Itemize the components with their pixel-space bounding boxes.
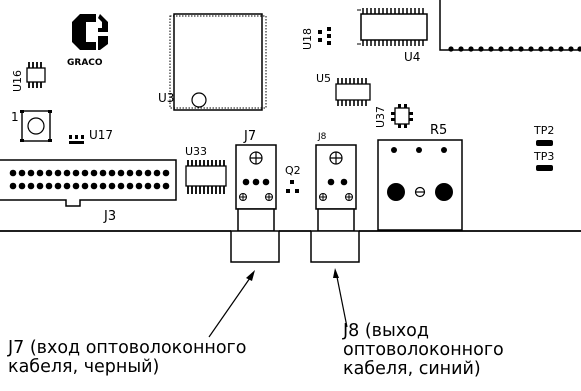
j7-callout-line2: кабеля, черный) bbox=[8, 357, 160, 377]
r5-potentiometer: R5 bbox=[377, 123, 463, 231]
j3-label: J3 bbox=[103, 209, 116, 224]
j7-connector: J7 bbox=[230, 129, 280, 263]
j8-callout-line2: оптоволоконного bbox=[343, 340, 504, 360]
u37-label: U37 bbox=[374, 106, 387, 128]
r5-label: R5 bbox=[430, 123, 447, 138]
u4-chip: U4 bbox=[357, 8, 428, 64]
j7-callout-arrow bbox=[208, 270, 255, 338]
j7-callout-line1: J7 (вход оптоволоконного bbox=[8, 338, 247, 358]
u33-label: U33 bbox=[185, 145, 207, 158]
u5-label: U5 bbox=[316, 72, 331, 85]
u16-component: U16 bbox=[11, 62, 46, 92]
q2-label: Q2 bbox=[285, 164, 301, 177]
q2-component: Q2 bbox=[285, 164, 301, 193]
u17-component: U17 bbox=[69, 128, 113, 144]
graco-logo-text: GRACO bbox=[67, 58, 103, 68]
j3-connector: J3 bbox=[0, 159, 177, 224]
u3-chip: U3 bbox=[158, 13, 267, 111]
j8-callout-arrow bbox=[333, 268, 348, 328]
u17-label: U17 bbox=[89, 128, 113, 142]
graco-logo: GRACO bbox=[67, 14, 108, 68]
graco-logo-mark bbox=[72, 14, 108, 50]
j7-label: J7 bbox=[243, 129, 256, 144]
j8-callout-line1: J8 (выход bbox=[343, 321, 429, 341]
u5-chip: U5 bbox=[316, 72, 371, 106]
u18-component: U18 bbox=[301, 27, 331, 50]
tp2-label: TP2 bbox=[533, 124, 554, 137]
j8-label: J8 bbox=[317, 132, 327, 142]
u3-label: U3 bbox=[158, 91, 174, 105]
u16-label: U16 bbox=[11, 70, 24, 92]
test-points: TP2 TP3 bbox=[533, 124, 554, 171]
u4-label: U4 bbox=[404, 50, 420, 64]
u37-component: U37 bbox=[374, 104, 413, 128]
tp3-label: TP3 bbox=[533, 150, 554, 163]
u33-chip: U33 bbox=[185, 145, 227, 194]
pin-one-label: 1 bbox=[11, 110, 19, 124]
u18-label: U18 bbox=[301, 28, 314, 50]
j8-connector: J8 bbox=[310, 132, 360, 263]
header-pins-top-right bbox=[439, 0, 581, 52]
j7-callout-text: J7 (вход оптоволоконного кабеля, черный) bbox=[8, 339, 328, 377]
j8-callout-line3: кабеля, синий) bbox=[343, 359, 481, 379]
j8-callout-text: J8 (выход оптоволоконного кабеля, синий) bbox=[343, 322, 579, 379]
push-button-component: 1 bbox=[11, 110, 52, 142]
